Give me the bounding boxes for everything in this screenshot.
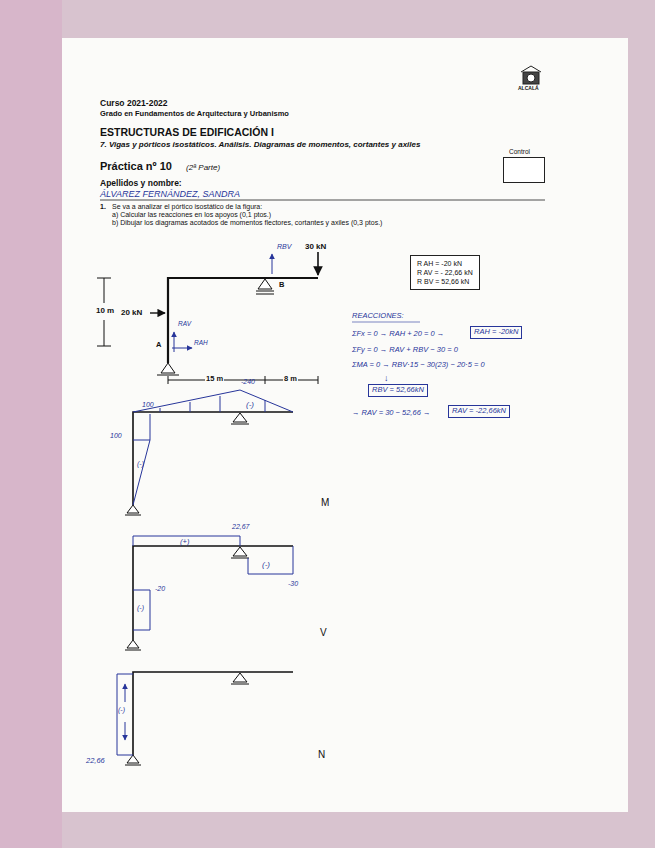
result-line: R AH = -20 kN <box>417 259 473 268</box>
calc-line: ΣMA = 0 → RBV·15 − 30(23) − 20·5 = 0 <box>352 361 485 370</box>
load-label: 20 kN <box>121 308 142 317</box>
exercise-part: (2ª Parte) <box>186 163 220 172</box>
boxed-answer: RBV = 52,66kN <box>368 384 428 397</box>
student-name: ÁLVAREZ FERNÁNDEZ, SANDRA <box>100 189 240 199</box>
answer-text: RAV = -22,66kN <box>452 407 506 416</box>
sign-mark: (-) <box>262 560 270 569</box>
result-line: R BV = 52,66 kN <box>417 277 473 286</box>
unit-title: 7. Vigas y pórticos isostáticos. Análisi… <box>100 140 420 149</box>
question-text: Se va a analizar el pórtico isostático d… <box>112 203 262 211</box>
calc-heading: REACCIONES: <box>352 312 404 321</box>
axial-value: 22,66 <box>86 757 105 766</box>
answer-text: RAH = -20kN <box>474 328 518 337</box>
load-label: 30 kN <box>305 242 326 251</box>
reaction-label: RBV <box>277 243 291 251</box>
calc-line: → RAV = 30 − 52,66 → <box>352 409 430 418</box>
control-box: Control <box>503 148 545 183</box>
diagram-letter: M <box>321 497 329 509</box>
diagram-letter: V <box>320 627 327 639</box>
dimension-label: 10 m <box>96 306 114 315</box>
support-label: B <box>279 281 284 290</box>
question-item: a) Calcular las reacciones en los apoyos… <box>112 211 271 219</box>
subject-title: ESTRUCTURAS DE EDIFICACIÓN I <box>100 126 274 138</box>
shear-value: 22,67 <box>232 523 250 531</box>
sign-mark: (-) <box>118 706 125 714</box>
shear-value: -30 <box>288 580 298 588</box>
paper-sheet <box>62 38 628 812</box>
shear-value: -20 <box>155 585 165 593</box>
exercise-title: Práctica nº 10 <box>100 160 172 173</box>
moment-value: 100 <box>110 432 122 440</box>
box-heading: Control <box>509 148 545 155</box>
boxed-answer: RAH = -20kN <box>470 326 522 339</box>
calc-arrow: ↓ <box>384 373 389 383</box>
reaction-label: RAV <box>178 320 191 327</box>
support-label: A <box>156 341 161 350</box>
result-line: R AV = - 22,66 kN <box>417 268 473 277</box>
logo-text: ALCALÁ <box>518 86 539 92</box>
moment-value: -240 <box>241 378 255 386</box>
dimension-label: 8 m <box>283 375 298 384</box>
moment-value: 100 <box>142 401 154 409</box>
question-item: b) Dibujar los diagramas acotados de mom… <box>112 219 382 227</box>
sign-mark: (-) <box>137 460 144 468</box>
sign-mark: (+) <box>180 538 189 547</box>
diagram-letter: N <box>318 749 325 761</box>
results-box: R AH = -20 kNR AV = - 22,66 kNR BV = 52,… <box>410 255 480 290</box>
course-year: Curso 2021-2022 <box>100 99 168 109</box>
sign-mark: (-) <box>137 604 144 612</box>
calc-line: ΣFy = 0 → RAV + RBV − 30 = 0 <box>352 346 458 355</box>
boxed-answer: RAV = -22,66kN <box>448 405 510 418</box>
name-field-label: Apellidos y nombre: <box>100 179 182 189</box>
calc-line: ΣFx = 0 → RAH + 20 = 0 → <box>352 330 444 339</box>
degree-name: Grado en Fundamentos de Arquitectura y U… <box>100 110 289 119</box>
reaction-label: RAH <box>194 339 208 346</box>
answer-text: RBV = 52,66kN <box>372 386 424 395</box>
question-number: 1. <box>100 203 106 211</box>
dimension-label: 15 m <box>205 375 224 384</box>
grade-box <box>503 157 545 183</box>
sign-mark: (-) <box>246 400 254 409</box>
